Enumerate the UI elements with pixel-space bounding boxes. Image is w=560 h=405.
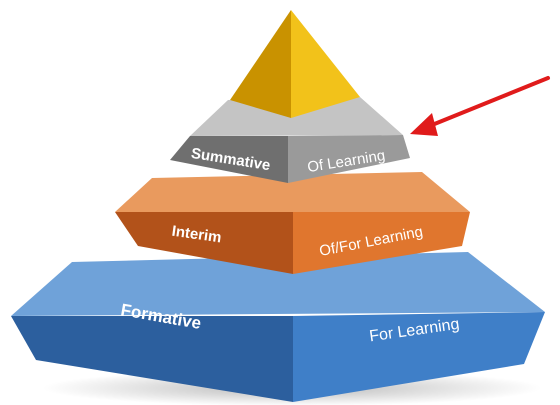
tier-summative: Summative Of Learning <box>170 97 410 183</box>
tier-interim-left-face <box>115 212 293 274</box>
tier-interim-right-face <box>293 212 470 274</box>
callout-arrow <box>410 76 550 136</box>
tier-formative-left-face <box>11 316 293 402</box>
tier-formative: Formative For Learning <box>11 252 545 402</box>
tier-summative-right-face <box>288 135 410 183</box>
tier-interim: Interim Of/For Learning <box>115 172 470 274</box>
tier-formative-top-face <box>11 252 545 316</box>
callout-arrow-head <box>410 113 438 136</box>
tier-interim-level-label: Interim <box>171 223 223 247</box>
apex-left-face <box>230 10 291 118</box>
callout-arrow-shaft <box>430 76 550 127</box>
tier-interim-top-face <box>115 172 470 212</box>
tier-summative-top-face <box>190 97 403 136</box>
tier-formative-right-face <box>293 312 545 402</box>
tier-apex <box>230 10 360 118</box>
tier-summative-left-face <box>170 136 288 183</box>
apex-right-face <box>291 10 360 118</box>
